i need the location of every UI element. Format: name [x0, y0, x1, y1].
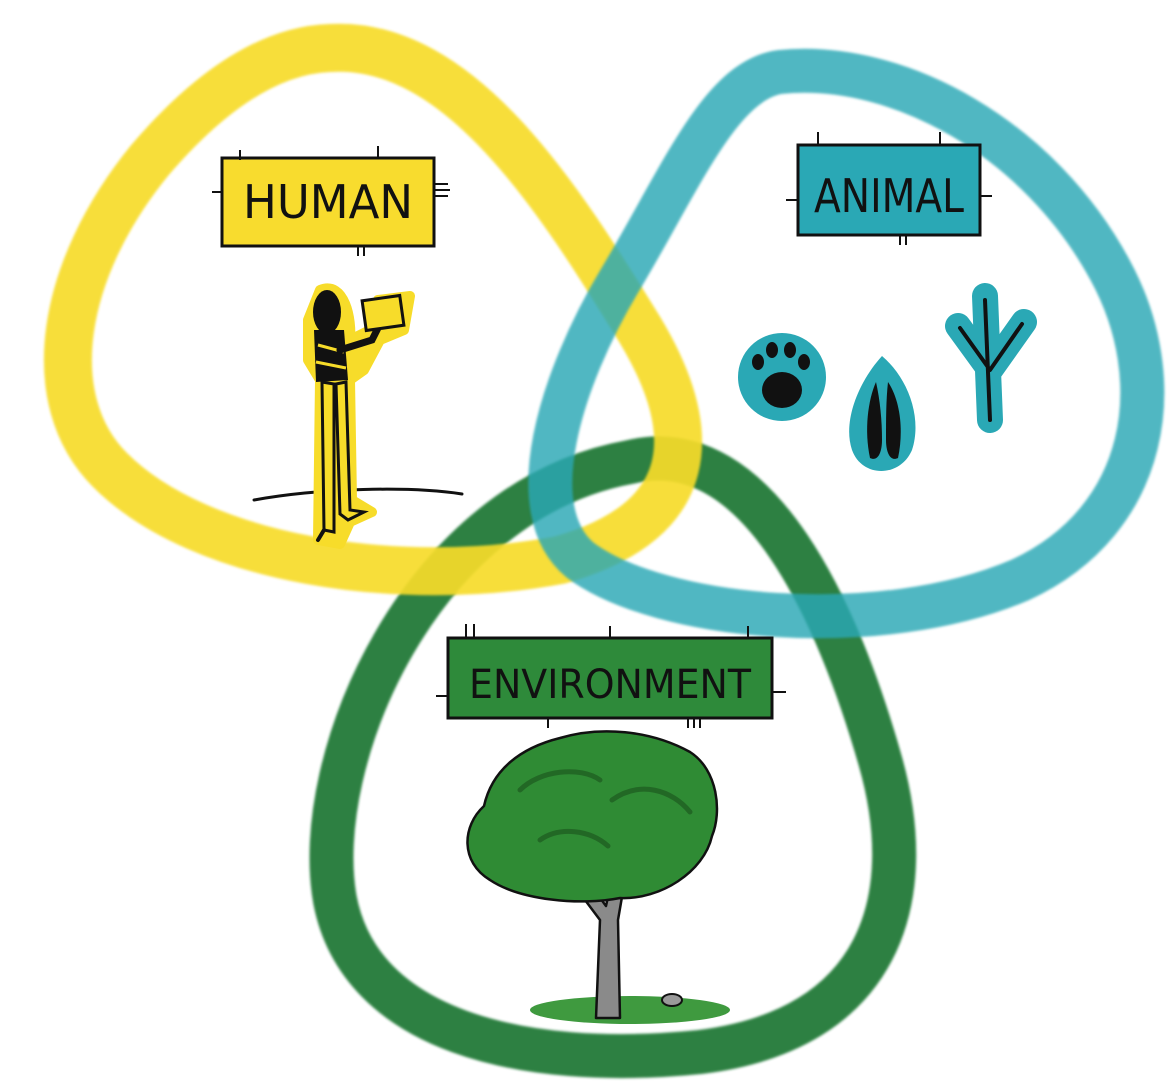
human-label: HUMAN	[212, 146, 450, 256]
hoof-print-icon	[849, 356, 916, 471]
environment-label-text: ENVIRONMENT	[469, 662, 752, 708]
environment-label: ENVIRONMENT	[436, 624, 786, 728]
animal-label-text: ANIMAL	[814, 169, 964, 223]
animal-label: ANIMAL	[786, 132, 992, 245]
human-label-text: HUMAN	[243, 175, 413, 229]
bird-track-icon	[945, 283, 1037, 433]
tree-icon	[466, 730, 730, 1024]
animal-ring	[528, 48, 1165, 639]
person-reading-icon	[252, 283, 464, 549]
paw-print-icon	[738, 333, 826, 421]
human-ring	[43, 23, 702, 596]
